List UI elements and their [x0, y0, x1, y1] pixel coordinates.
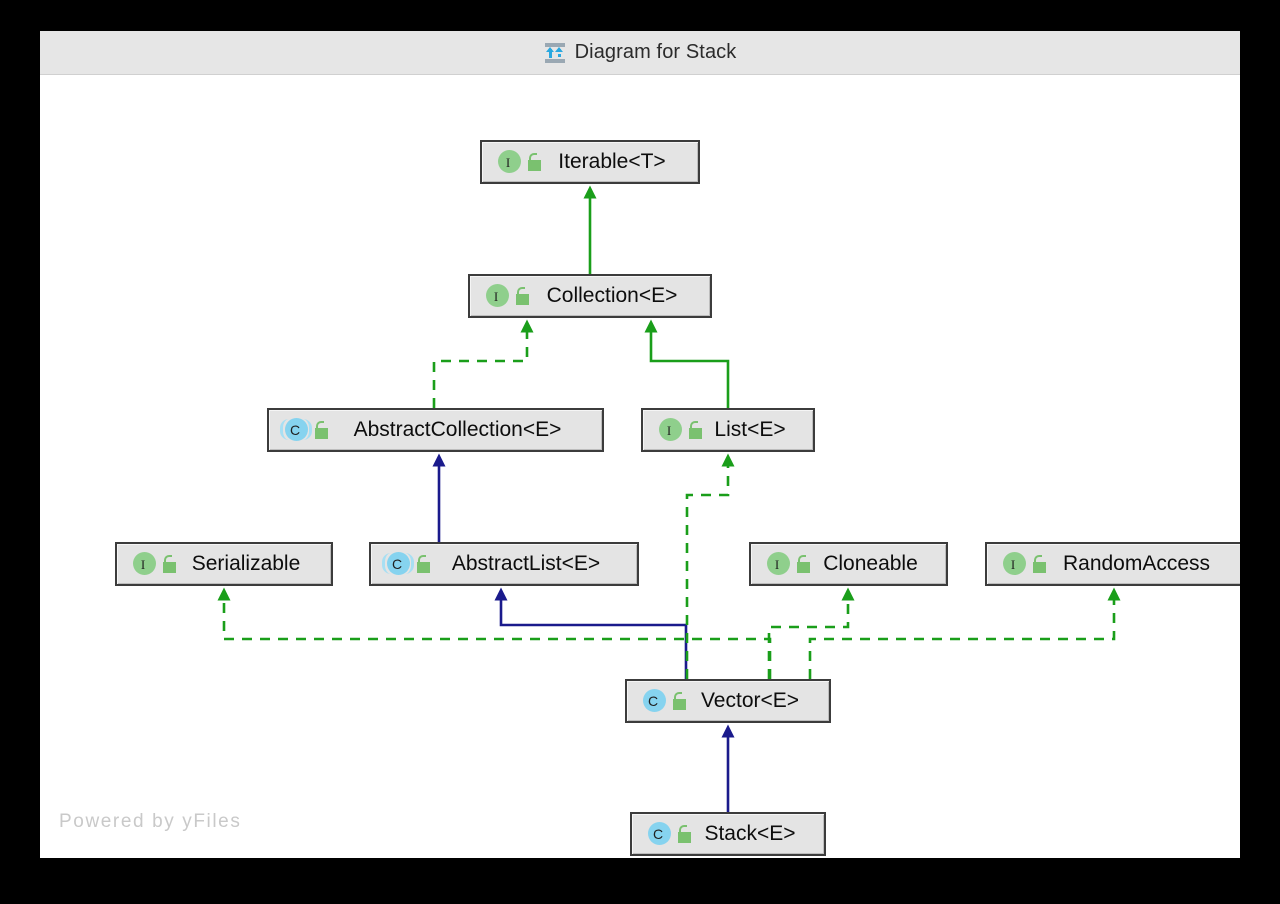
edge-vector-randomaccess: [808, 587, 1121, 679]
class-badge-icon: C: [646, 821, 672, 847]
class-node-stack[interactable]: C Stack<E>: [630, 812, 826, 856]
node-badges: I: [484, 283, 532, 309]
node-badges: C: [641, 688, 689, 714]
edge-layer: [217, 185, 1121, 812]
interface-badge-icon: I: [484, 283, 510, 309]
class-node-label: Cloneable: [823, 552, 918, 575]
node-badges: C: [382, 551, 433, 577]
node-badges: I: [496, 149, 544, 175]
public-visibility-icon: [672, 692, 689, 710]
interface-badge-icon: I: [765, 551, 791, 577]
public-visibility-icon: [527, 153, 544, 171]
class-node-label: Collection<E>: [546, 284, 678, 307]
interface-badge-icon: I: [131, 551, 157, 577]
class-node-label: AbstractList<E>: [451, 552, 601, 575]
edge-vector-cloneable: [767, 587, 855, 679]
node-badges: C: [646, 821, 694, 847]
node-badges: I: [1001, 551, 1049, 577]
class-node-iterable[interactable]: I Iterable<T>: [480, 140, 700, 184]
edge-vector-abstractlist: [494, 587, 688, 679]
class-badge-icon: C: [641, 688, 667, 714]
class-node-collection[interactable]: I Collection<E>: [468, 274, 712, 318]
diagram-canvas[interactable]: I Iterable<T> I Coll: [40, 75, 1240, 858]
class-node-abstractlist[interactable]: C AbstractList<E>: [369, 542, 639, 586]
window-title: Diagram for Stack: [574, 41, 737, 63]
class-node-label: AbstractCollection<E>: [353, 418, 562, 441]
public-visibility-icon: [162, 555, 179, 573]
class-node-randomaccess[interactable]: I RandomAccess: [985, 542, 1240, 586]
class-node-label: Stack<E>: [704, 822, 796, 845]
public-visibility-icon: [796, 555, 813, 573]
node-badges: I: [657, 417, 705, 443]
public-visibility-icon: [416, 555, 433, 573]
class-node-label: List<E>: [714, 418, 786, 441]
class-node-label: Iterable<T>: [558, 150, 666, 173]
class-node-serializable[interactable]: I Serializable: [115, 542, 333, 586]
public-visibility-icon: [515, 287, 532, 305]
class-node-label: RandomAccess: [1062, 552, 1211, 575]
interface-badge-icon: I: [1001, 551, 1027, 577]
public-visibility-icon: [314, 421, 331, 439]
class-node-vector[interactable]: C Vector<E>: [625, 679, 831, 723]
interface-badge-icon: I: [657, 417, 683, 443]
abstract-class-badge-icon: C: [280, 417, 312, 443]
class-node-cloneable[interactable]: I Cloneable: [749, 542, 948, 586]
interface-badge-icon: I: [496, 149, 522, 175]
node-badges: I: [131, 551, 179, 577]
edge-vector-serializable: [217, 587, 772, 679]
node-badges: C: [280, 417, 331, 443]
abstract-class-badge-icon: C: [382, 551, 414, 577]
public-visibility-icon: [677, 825, 694, 843]
public-visibility-icon: [688, 421, 705, 439]
public-visibility-icon: [1032, 555, 1049, 573]
node-badges: I: [765, 551, 813, 577]
diagram-hierarchy-icon: [544, 42, 566, 63]
class-node-label: Serializable: [191, 552, 301, 575]
window-titlebar: Diagram for Stack: [40, 31, 1240, 75]
diagram-window: Diagram for Stack: [40, 31, 1240, 858]
edge-vector-list: [685, 453, 735, 679]
class-node-label: Vector<E>: [700, 689, 800, 712]
yfiles-watermark: Powered by yFiles: [59, 811, 242, 832]
edge-abstractcollection-collection: [432, 319, 534, 408]
class-node-abstractcollection[interactable]: C AbstractCollection<E>: [267, 408, 604, 452]
title-wrap: Diagram for Stack: [544, 41, 737, 64]
class-node-list[interactable]: I List<E>: [641, 408, 815, 452]
edge-list-collection: [644, 319, 730, 408]
